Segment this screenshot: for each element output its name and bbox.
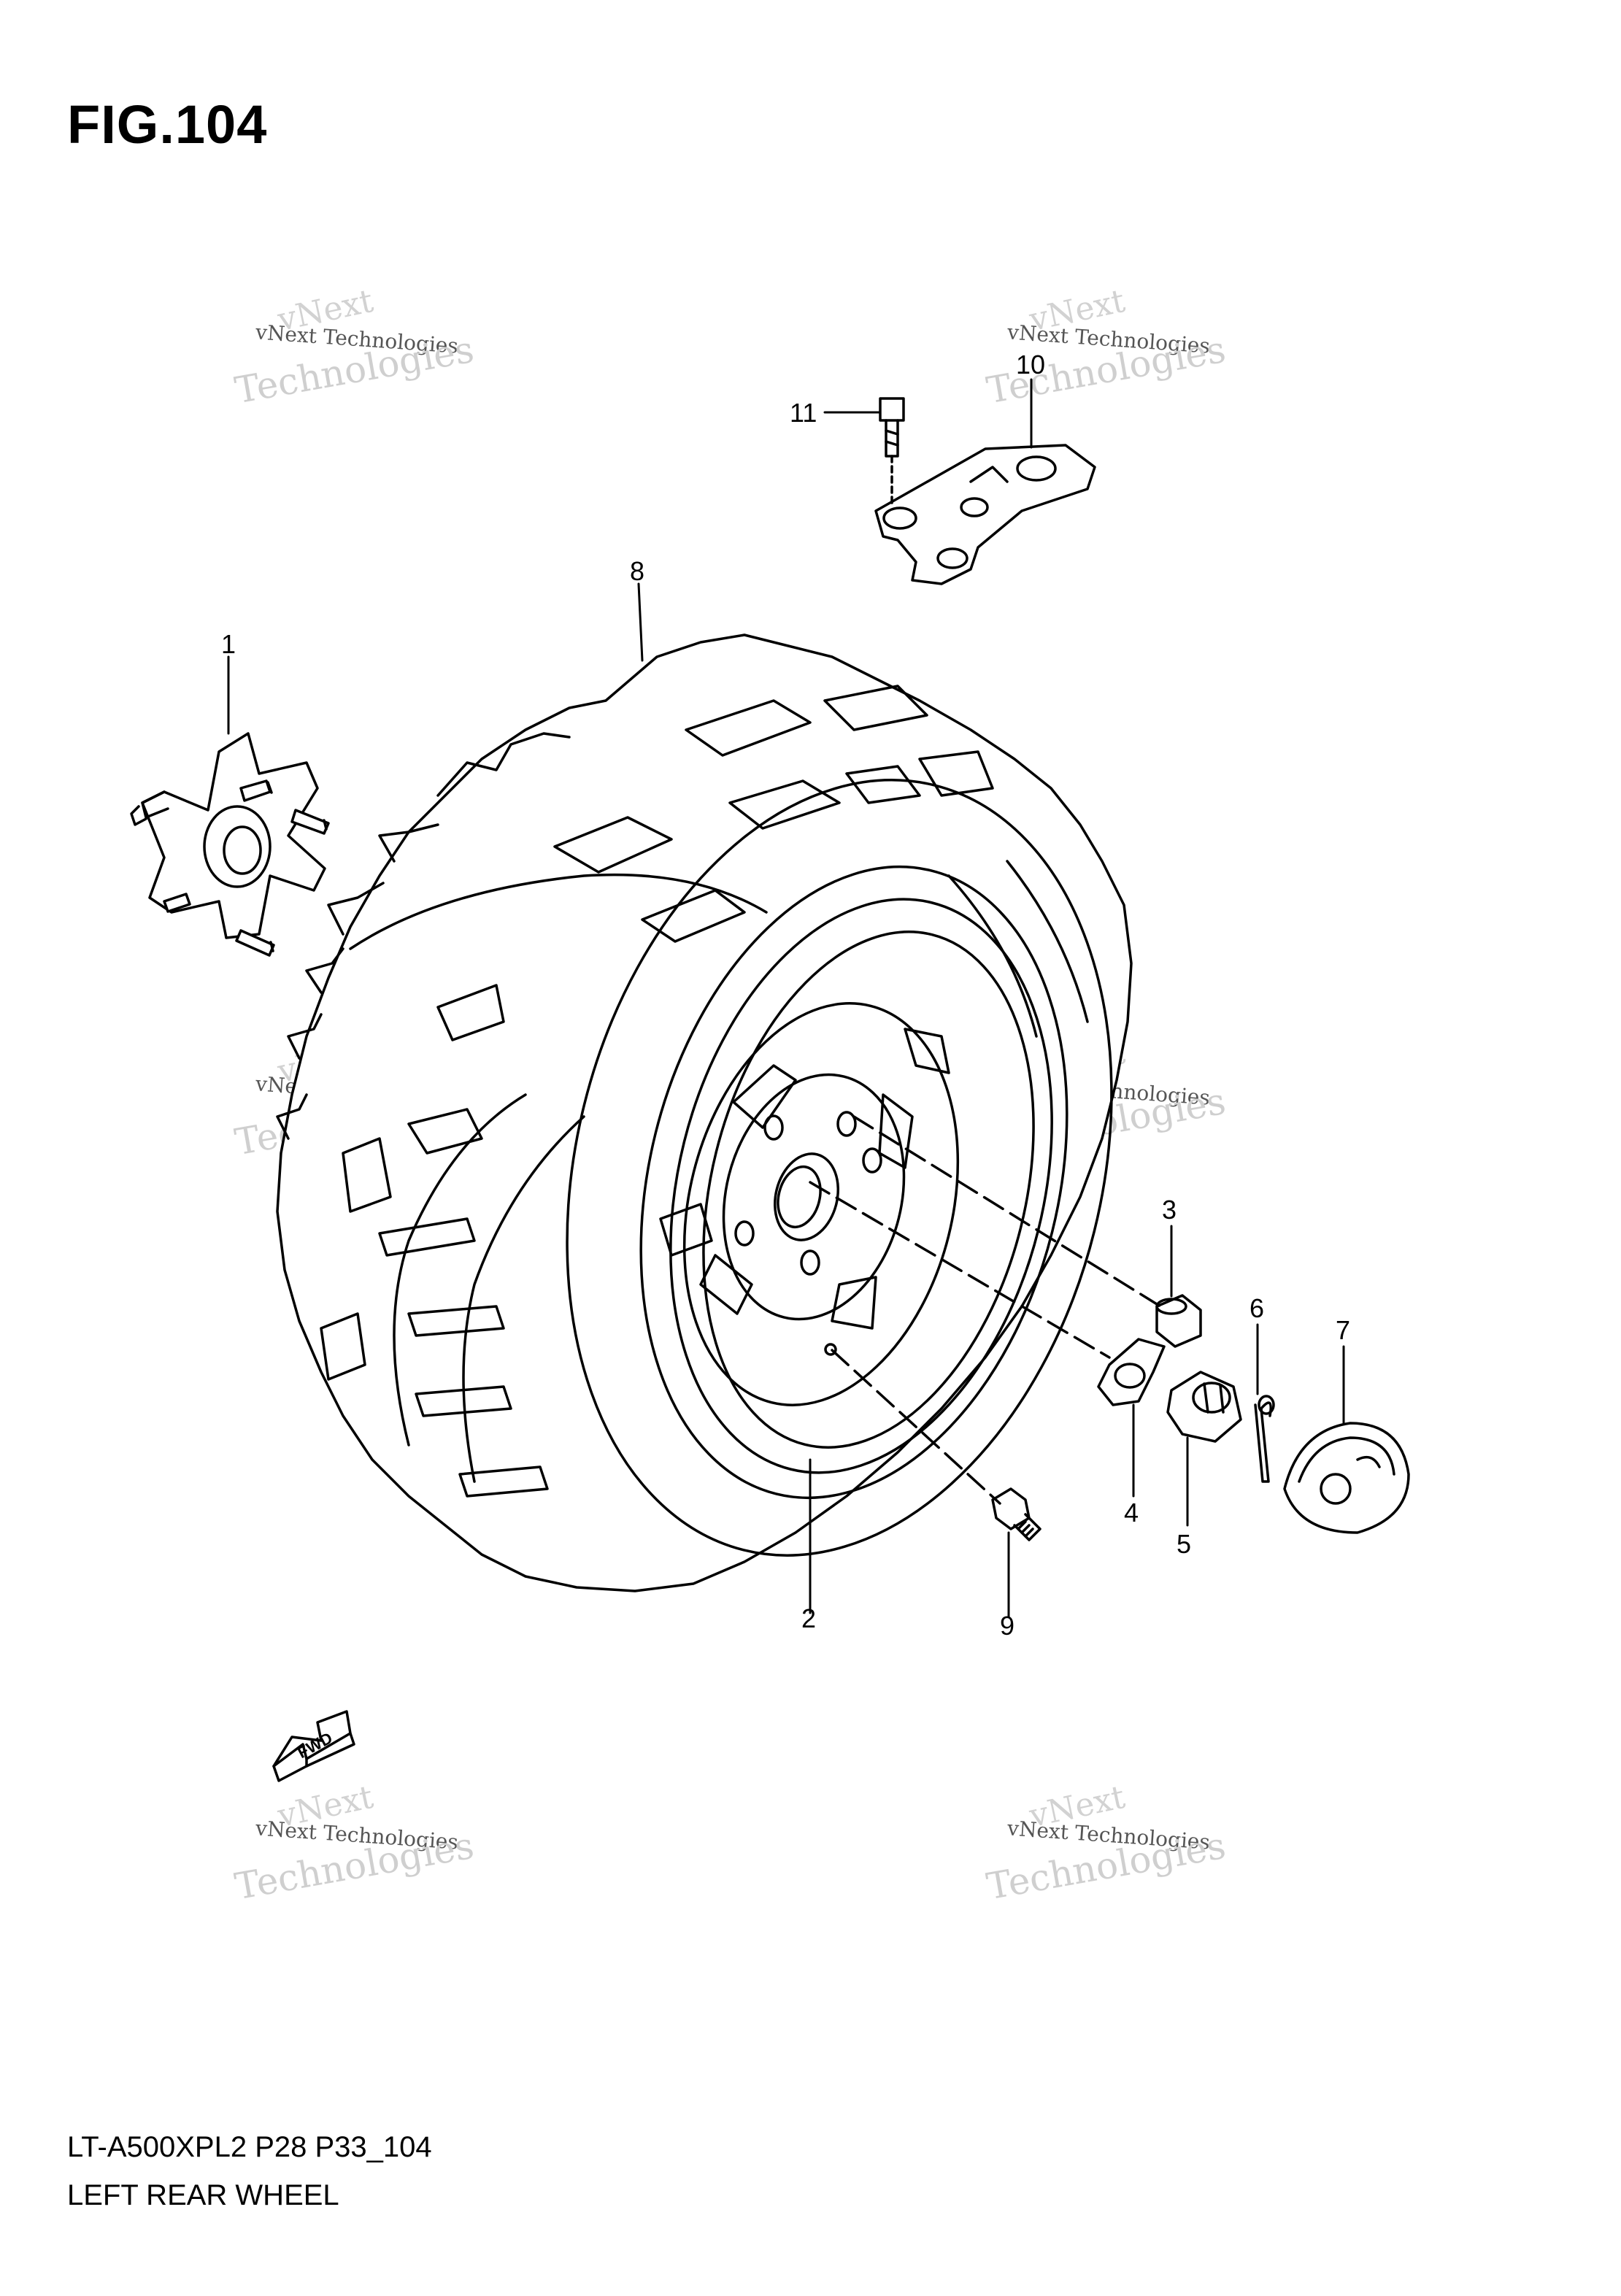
callout-7: 7 bbox=[1336, 1315, 1350, 1345]
callout-1: 1 bbox=[221, 629, 236, 659]
callout-3: 3 bbox=[1162, 1195, 1177, 1225]
lug-nut bbox=[1155, 1294, 1202, 1348]
castle-nut bbox=[1166, 1371, 1242, 1443]
callout-4: 4 bbox=[1124, 1498, 1139, 1528]
callout-8: 8 bbox=[630, 556, 644, 586]
tire bbox=[276, 633, 1133, 1592]
wheel-hub bbox=[130, 732, 330, 957]
hub-cap bbox=[1283, 1422, 1410, 1534]
callout-11: 11 bbox=[790, 398, 817, 428]
figure-title: FIG.104 bbox=[67, 94, 268, 155]
cotter-pin bbox=[1254, 1395, 1275, 1483]
bracket bbox=[874, 444, 1096, 585]
callout-9: 9 bbox=[1000, 1611, 1014, 1641]
washer bbox=[1097, 1338, 1166, 1406]
callout-2: 2 bbox=[801, 1603, 816, 1633]
callout-5: 5 bbox=[1177, 1529, 1191, 1559]
model-code: LT-A500XPL2 P28 P33_104 bbox=[67, 2131, 432, 2163]
valve-stem bbox=[991, 1487, 1041, 1541]
fwd-arrow bbox=[272, 1710, 355, 1782]
callout-6: 6 bbox=[1250, 1293, 1264, 1323]
figure-caption: LEFT REAR WHEEL bbox=[67, 2179, 339, 2211]
bolt bbox=[879, 397, 905, 505]
callout-10: 10 bbox=[1016, 350, 1045, 380]
rim-center bbox=[659, 1002, 960, 1406]
